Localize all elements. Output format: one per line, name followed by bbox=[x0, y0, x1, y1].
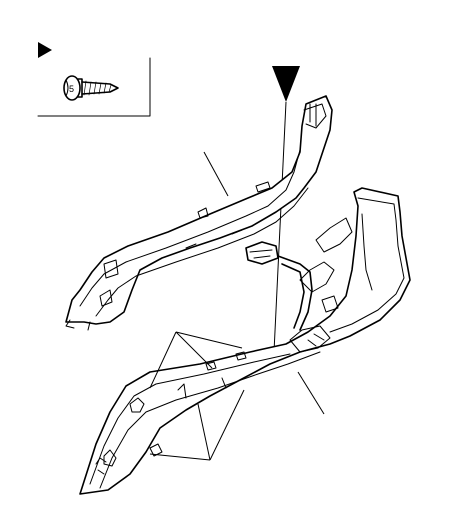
legend-frame bbox=[37, 57, 151, 117]
view-direction-line bbox=[273, 101, 287, 353]
screw-head-mark: 5 bbox=[69, 84, 74, 94]
upper-trim-panel bbox=[65, 95, 333, 331]
triangle-right-icon bbox=[38, 42, 52, 58]
fastener-legend: 5 bbox=[37, 42, 151, 117]
lower-panel-leader bbox=[297, 371, 325, 415]
screw-icon: 5 bbox=[63, 75, 119, 101]
triangle-down-icon bbox=[272, 66, 300, 102]
upper-panel-leader bbox=[203, 151, 229, 197]
clip-bracket bbox=[245, 241, 313, 331]
lower-trim-panel bbox=[79, 187, 411, 495]
clip-leaders-lower bbox=[149, 389, 245, 461]
clip-leaders-upper bbox=[149, 331, 243, 389]
